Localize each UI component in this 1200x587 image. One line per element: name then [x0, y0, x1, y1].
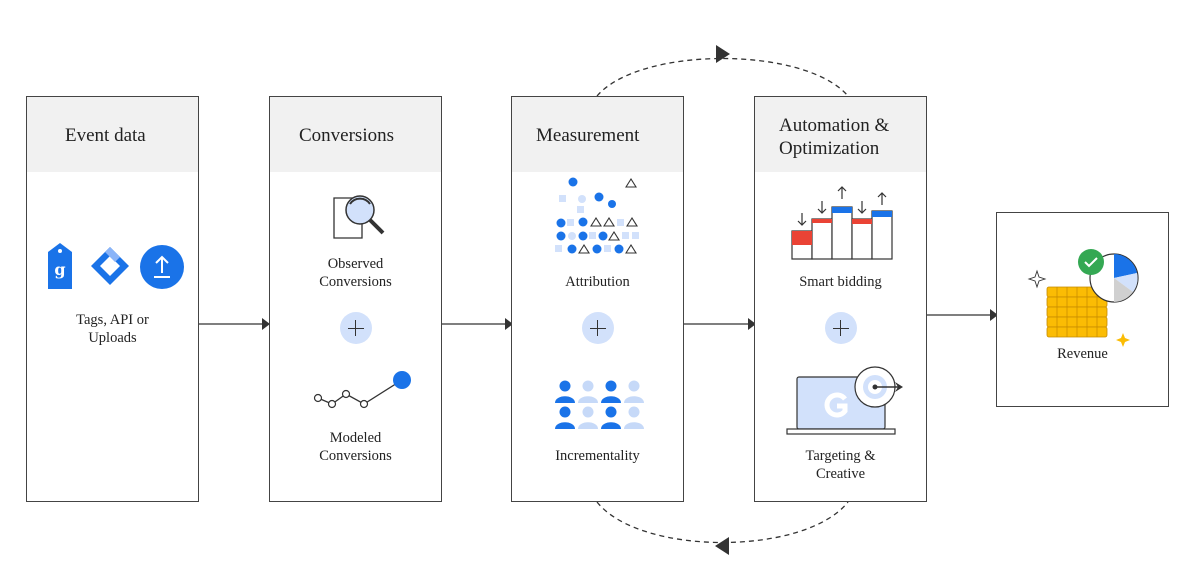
panel-title: Conversions: [299, 125, 394, 146]
line-chart-icon: [313, 371, 411, 409]
item-label-observed: Observed Conversions: [319, 256, 392, 290]
arrowhead: [262, 318, 270, 330]
tag-manager-icon: [91, 247, 129, 285]
panel-header: [270, 97, 441, 172]
loop-arrowhead-left: [715, 537, 729, 555]
dots-triangles-icon: [555, 177, 639, 254]
revenue-box: Revenue: [996, 212, 1169, 407]
panel-conversions: Conversions Observed Conversions Modeled…: [269, 96, 442, 502]
plus-icon: [339, 312, 372, 344]
people-grid-icon: [555, 380, 644, 429]
google-tag-icon: g: [48, 243, 72, 289]
panel-title: Automation & Optimization: [779, 115, 890, 159]
upload-icon: [140, 245, 184, 289]
arrowhead: [990, 309, 998, 321]
arrowhead: [505, 318, 513, 330]
panel-event-data: Event data g Tags, API or Uploads: [26, 96, 199, 502]
panel-header: [512, 97, 683, 172]
item-label-attribution: Attribution: [565, 274, 630, 290]
bar-arrows-icon: [791, 186, 893, 260]
loop-arrowhead-right: [716, 45, 730, 63]
panel-automation: Automation & Optimization Smart bidding: [754, 96, 927, 502]
panel-header: [27, 97, 198, 172]
feedback-loop-top: [596, 57, 849, 97]
item-label-modeled: Modeled Conversions: [319, 430, 392, 464]
feedback-loop-bottom: [596, 501, 849, 544]
revenue-label: Revenue: [1057, 346, 1108, 362]
arrowhead: [748, 318, 756, 330]
svg-text:g: g: [54, 260, 65, 279]
panel-title: Measurement: [536, 125, 640, 146]
laptop-target-icon: [786, 366, 903, 435]
panel-title: Event data: [65, 125, 146, 146]
item-label-smart-bidding: Smart bidding: [799, 274, 882, 290]
magnifier-document-icon: [333, 195, 385, 239]
panel-header: [755, 97, 926, 172]
panel-measurement: Measurement Attribution: [511, 96, 684, 502]
plus-icon: [824, 312, 857, 344]
plus-icon: [581, 312, 614, 344]
item-label-incrementality: Incrementality: [555, 448, 640, 464]
item-label-tags: Tags, API or Uploads: [76, 312, 149, 346]
item-label-targeting: Targeting & Creative: [805, 448, 876, 482]
coins-chart-icon: [1027, 249, 1139, 347]
